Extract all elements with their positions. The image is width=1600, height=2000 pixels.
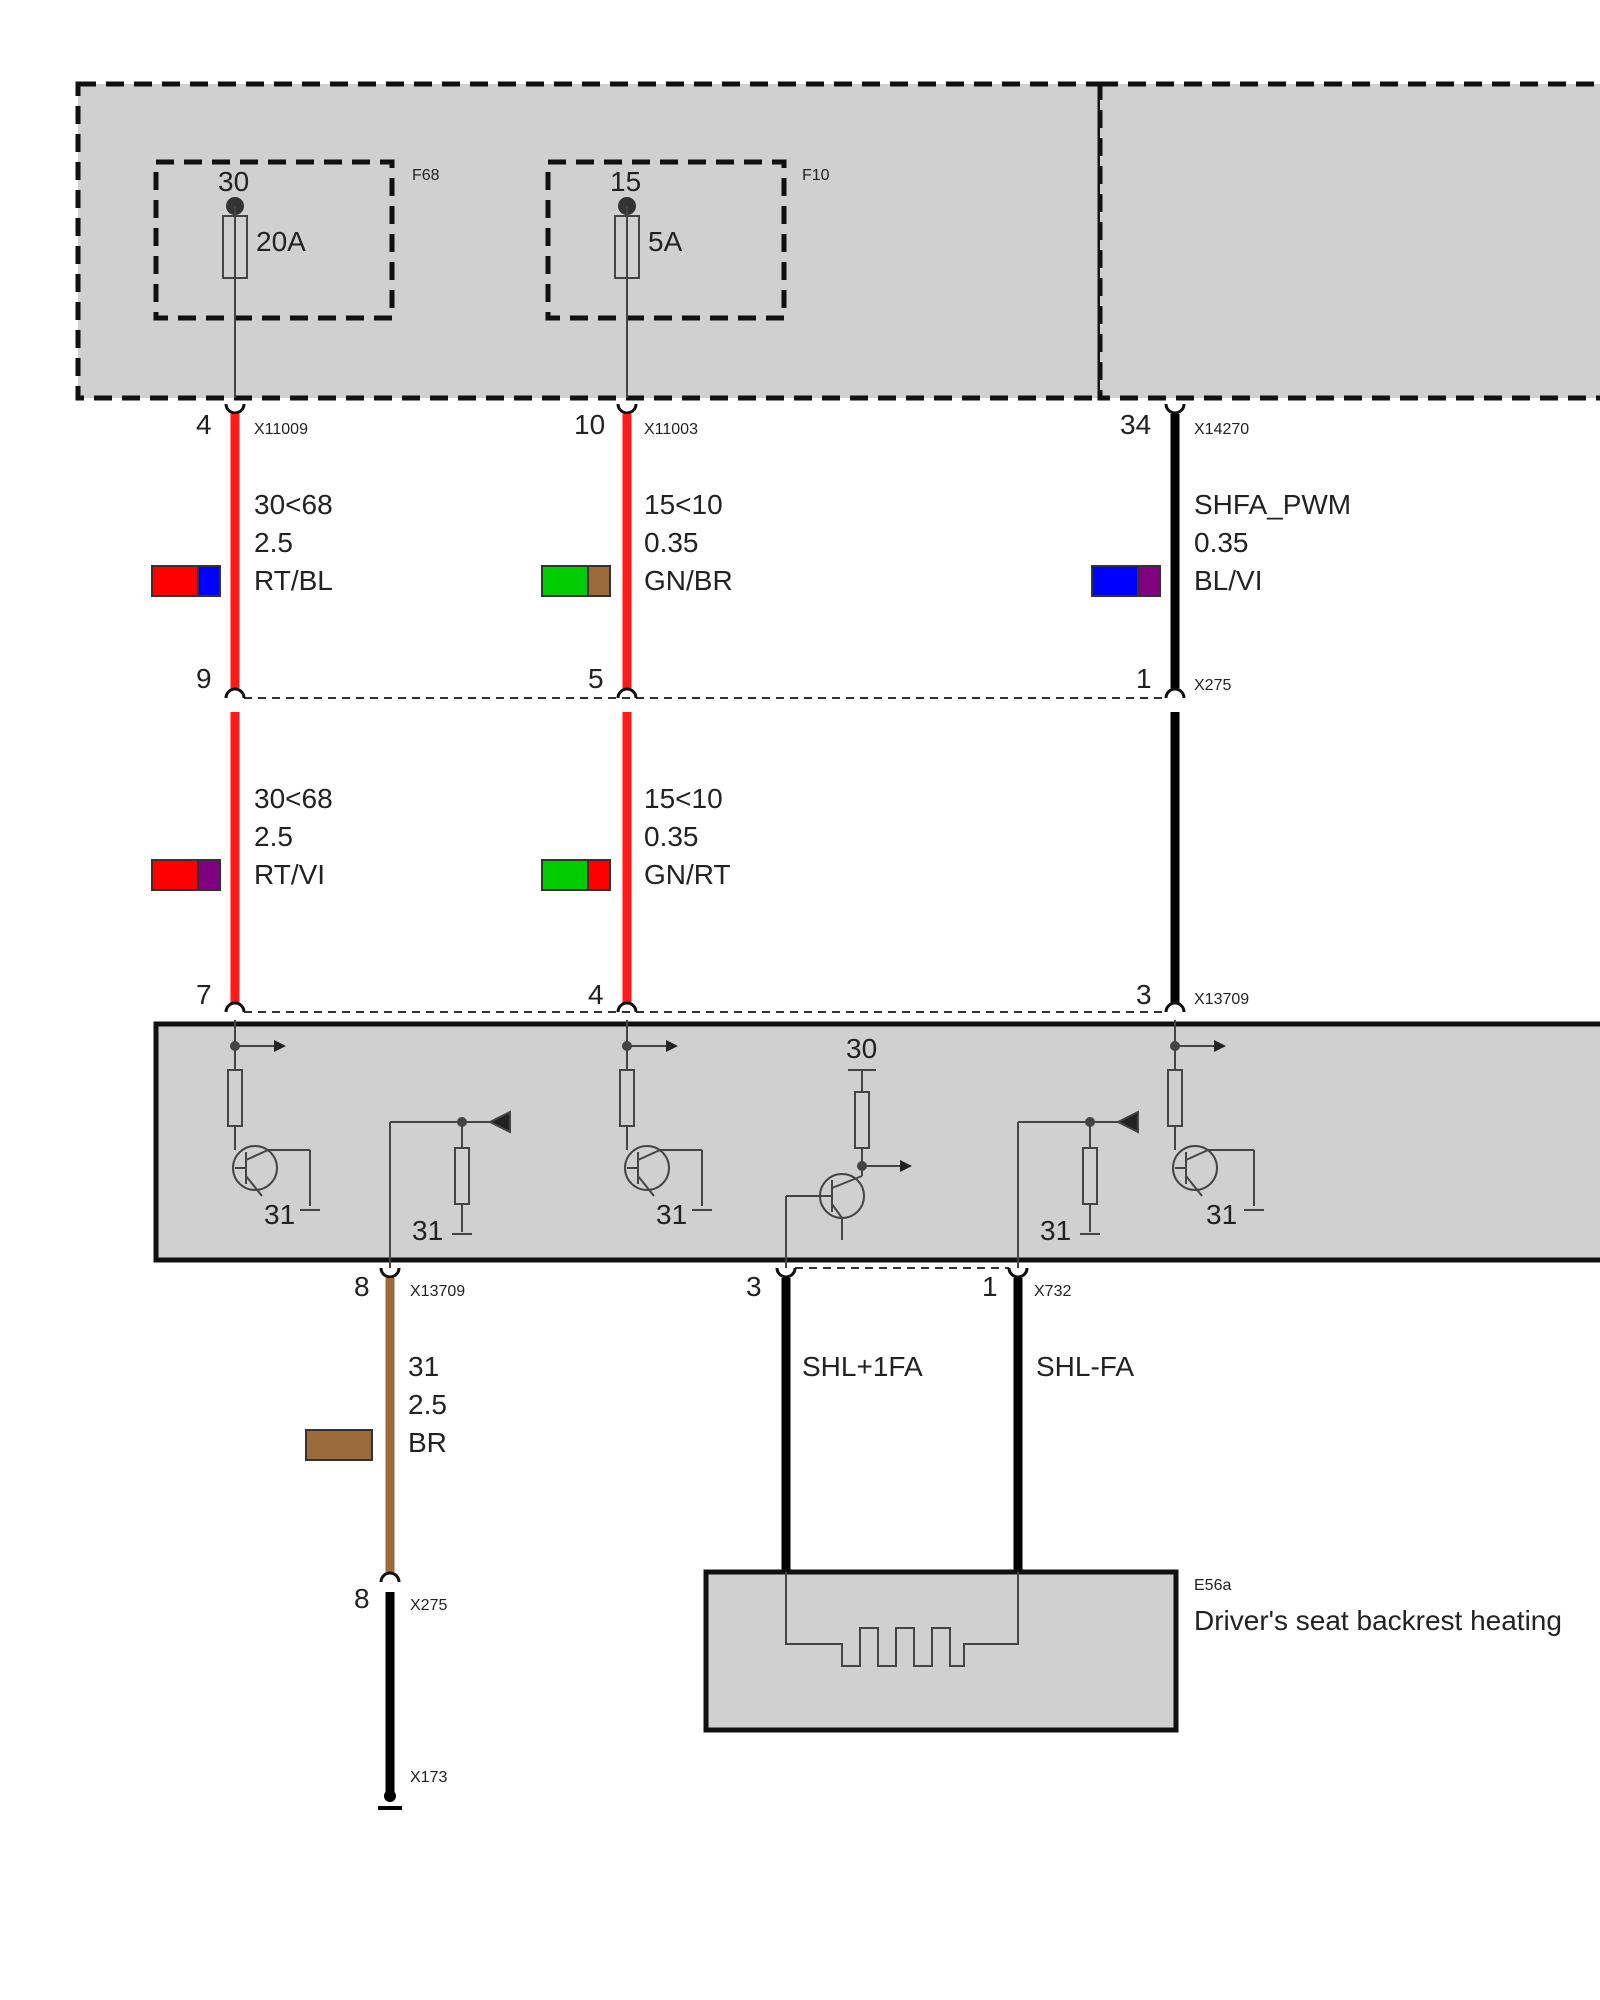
wire-1-upper-size: 2.5 [254,527,293,558]
connector-x275: X275 [1194,677,1231,694]
ground-output-stage [389,1110,511,1268]
connector-x173: X173 [410,1769,447,1786]
heater-return-stage [1017,1110,1139,1268]
fuse-f10: 15 5A F10 [545,159,830,398]
connector-x275-ground [378,1571,402,1810]
pin-w1-top: 4 [196,409,212,440]
ground-wire-size: 2.5 [408,1389,447,1420]
wire-3-upper-size: 0.35 [1194,527,1249,558]
wire-1-upper-color: RT/BL [254,565,333,596]
wire-3-upper-color: BL/VI [1194,565,1262,596]
heater-element [703,1569,1179,1733]
heater-id: E56a [1194,1577,1231,1594]
pin-heat-b: 1 [982,1271,998,1302]
wire-1-lower-size: 2.5 [254,821,293,852]
ground-label-1: 31 [264,1199,295,1230]
heater-wire-a-signal: SHL+1FA [802,1351,923,1382]
pin-heat-a: 3 [746,1271,762,1302]
wires-upper [230,414,1180,688]
wire-2-upper-size: 0.35 [644,527,699,558]
pin-w1-mid: 9 [196,663,212,694]
ground-wire: 31 2.5 BR [305,1278,447,1572]
input-stage-1 [227,1020,320,1211]
heater-name: Driver's seat backrest heating [1194,1605,1562,1636]
connector-x275-gnd: X275 [410,1597,447,1614]
wire-1-lower-info: 30<68 2.5 RT/VI [151,783,333,891]
pin-ground-top: 8 [354,1271,370,1302]
fuse-f68-terminal: 30 [218,166,249,197]
pin-w3-top: 34 [1120,409,1151,440]
wire-2-lower-signal: 15<10 [644,783,723,814]
fuse-f10-id: F10 [802,167,830,184]
pin-w2-mid: 5 [588,663,604,694]
wire-1-upper-info: 30<68 2.5 RT/BL [151,489,333,597]
ground-label-3: 31 [656,1199,687,1230]
connector-x275-mid [224,687,1186,699]
wires-lower [230,712,1180,1004]
connector-x14270: X14270 [1194,421,1249,438]
pin-w1-bot: 7 [196,979,212,1010]
connector-x13709-bottom [379,1267,401,1279]
wire-3-upper-info: SHFA_PWM 0.35 BL/VI [1091,489,1351,597]
ground-wire-color: BR [408,1427,447,1458]
pin-ground-mid: 8 [354,1583,370,1614]
ground-label-4: 31 [1040,1215,1071,1246]
wire-1-lower-color: RT/VI [254,859,325,890]
pin-w2-top: 10 [574,409,605,440]
wire-2-lower-size: 0.35 [644,821,699,852]
wire-2-upper-signal: 15<10 [644,489,723,520]
connector-cups-top [224,403,1186,415]
fuse-f68-rating: 20A [256,226,306,257]
pin-w3-bot: 3 [1136,979,1152,1010]
wire-2-upper-color: GN/BR [644,565,733,596]
connector-x732-label: X732 [1034,1283,1071,1300]
connector-x13709: X13709 [1194,991,1249,1008]
connector-x11009: X11009 [254,421,308,438]
fuse-f10-rating: 5A [648,226,683,257]
fuse-f10-terminal: 15 [610,166,641,197]
fuse-f68-id: F68 [412,167,440,184]
input-stage-3 [1167,1020,1264,1211]
pin-w3-mid: 1 [1136,663,1152,694]
connector-x13709-b: X13709 [410,1283,465,1300]
pin-w2-bot: 4 [588,979,604,1010]
input-stage-2 [619,1020,712,1211]
connector-x13709-top [224,1001,1186,1013]
power-distribution-box [75,81,1600,401]
heater-wire-b-signal: SHL-FA [1036,1351,1134,1382]
heater-driver-stage [785,1069,912,1268]
connector-x732 [775,1267,1029,1279]
ground-wire-signal: 31 [408,1351,439,1382]
wire-2-lower-info: 15<10 0.35 GN/RT [541,783,731,891]
wire-2-upper-info: 15<10 0.35 GN/BR [541,489,733,597]
connector-x11003: X11003 [644,421,698,438]
wire-1-lower-signal: 30<68 [254,783,333,814]
supply-label-30: 30 [846,1033,877,1064]
fuse-f68: 30 20A F68 [153,159,440,398]
ground-label-5: 31 [1206,1199,1237,1230]
heating-coil-icon [785,1572,1019,1667]
ground-label-2: 31 [412,1215,443,1246]
wire-3-upper-signal: SHFA_PWM [1194,489,1351,520]
control-module [153,1021,1600,1263]
heater-wires [781,1278,1023,1572]
wire-1-upper-signal: 30<68 [254,489,333,520]
wire-2-lower-color: GN/RT [644,859,731,890]
